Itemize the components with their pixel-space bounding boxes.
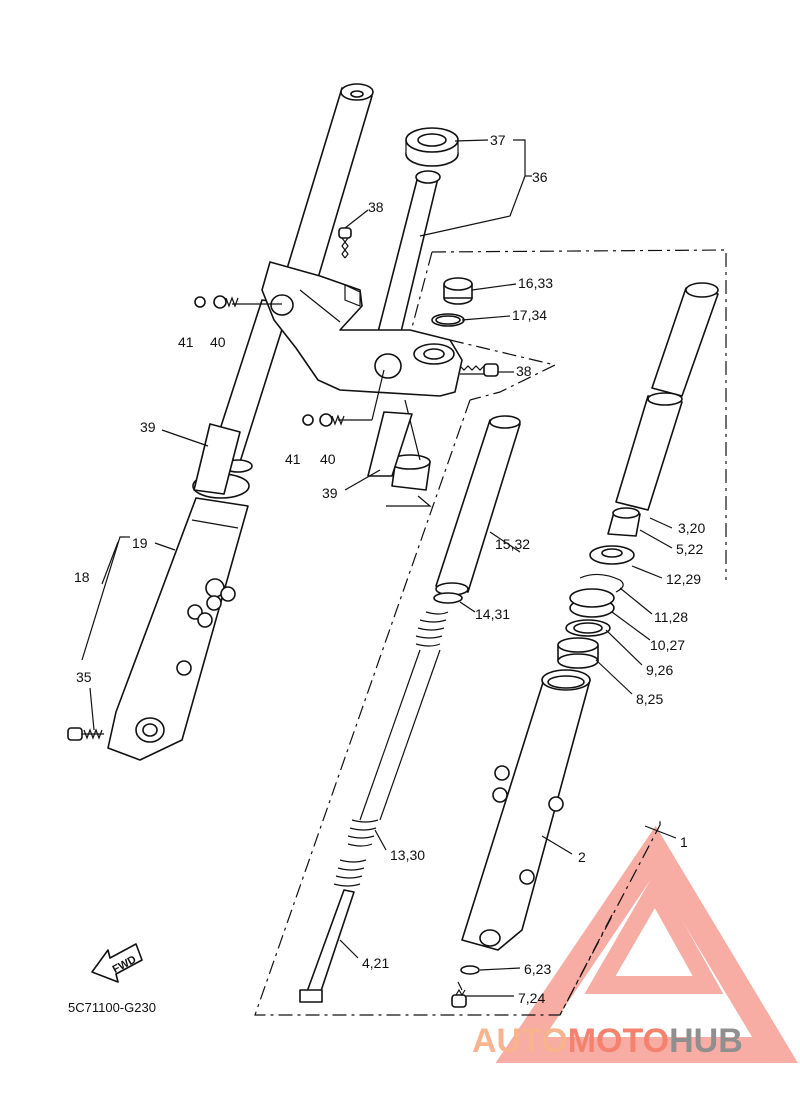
callout-10-27: 10,27 — [650, 637, 685, 653]
callout-18: 18 — [74, 569, 90, 585]
callout-37: 37 — [490, 132, 506, 148]
diagram-code: 5C71100-G230 — [68, 1000, 156, 1015]
callout-38-right: 38 — [516, 363, 532, 379]
callout-13-30: 13,30 — [390, 847, 425, 863]
watermark-part-moto: MOTO — [568, 1022, 669, 1060]
callout-2: 2 — [578, 849, 586, 865]
callout-12-29: 12,29 — [666, 571, 701, 587]
callout-labels: 37 36 38 16,33 17,34 38 41 40 41 40 39 3… — [74, 132, 705, 1006]
leader-lines — [81, 139, 677, 997]
callout-11-28: 11,28 — [654, 609, 688, 625]
watermark-part-auto: AUTO — [472, 1022, 568, 1060]
watermark-text: AUTOMOTOHUB — [472, 1022, 743, 1060]
callout-40-upper: 40 — [210, 334, 226, 350]
callout-41-upper: 41 — [178, 334, 194, 350]
callout-14-31: 14,31 — [475, 606, 510, 622]
callout-9-26: 9,26 — [646, 662, 673, 678]
forward-direction-arrow-icon: FWD — [91, 943, 143, 983]
callout-39-center: 39 — [322, 485, 338, 501]
assembly-boundary-lines — [254, 249, 727, 1016]
callout-39-left: 39 — [140, 419, 156, 435]
callout-5-22: 5,22 — [676, 541, 703, 557]
callout-41-lower: 41 — [285, 451, 301, 467]
callout-3-20: 3,20 — [678, 520, 705, 536]
callout-8-25: 8,25 — [636, 691, 663, 707]
svg-text:AUTOMOTOHUB: AUTOMOTOHUB — [472, 1022, 743, 1060]
watermark-triangle-logo — [495, 825, 798, 1063]
callout-19: 19 — [132, 535, 148, 551]
callout-40-lower: 40 — [320, 451, 336, 467]
callout-38-top: 38 — [368, 199, 384, 215]
inner-fork-parts — [299, 277, 521, 1003]
callout-36: 36 — [532, 169, 548, 185]
callout-17-34: 17,34 — [512, 307, 547, 323]
callout-1: 1 — [680, 834, 688, 850]
callout-4-21: 4,21 — [362, 955, 389, 971]
callout-7-24: 7,24 — [518, 990, 545, 1006]
callout-6-23: 6,23 — [524, 961, 551, 977]
steering-crown-and-stem — [193, 127, 499, 507]
right-fork-parts — [451, 282, 719, 1008]
watermark-part-hub: HUB — [669, 1022, 743, 1060]
callout-35: 35 — [76, 669, 92, 685]
callout-15-32: 15,32 — [495, 536, 530, 552]
callout-16-33: 16,33 — [518, 275, 553, 291]
